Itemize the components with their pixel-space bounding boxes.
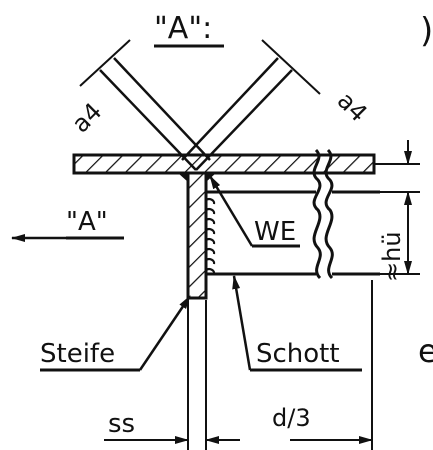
view-title: "A":	[154, 11, 212, 46]
weld-dim-left	[79, 39, 131, 87]
weld-bead-symbols	[205, 198, 216, 275]
weld-end-label: WE	[254, 217, 296, 247]
height-label: ≈hü	[378, 231, 406, 282]
bulkhead-leader	[232, 275, 252, 371]
weld-label-left: a4	[66, 97, 107, 138]
fillet-weld-left	[178, 173, 188, 182]
edge-glyph-bottom: e	[418, 332, 433, 370]
weld-line-left-2	[113, 57, 211, 161]
weld-dim-right	[261, 39, 321, 95]
edge-glyph-top: )	[420, 11, 433, 51]
stiffener-label: Steife	[40, 339, 115, 369]
weld-line-right-1	[195, 69, 293, 171]
weld-line-right-2	[181, 57, 279, 161]
stiffener-leader	[138, 295, 192, 371]
section-marker: "A"	[66, 207, 108, 237]
break-line-right	[324, 148, 334, 280]
offset-label: d/3	[272, 404, 311, 432]
stiffener-web	[186, 171, 208, 300]
bulkhead-label: Schott	[256, 339, 340, 369]
weld-label-right: a4	[332, 86, 373, 127]
ss-label: ss	[108, 409, 135, 439]
break-line-left	[312, 148, 322, 280]
weld-line-left-1	[99, 69, 197, 171]
weld-end-leader	[208, 175, 254, 247]
